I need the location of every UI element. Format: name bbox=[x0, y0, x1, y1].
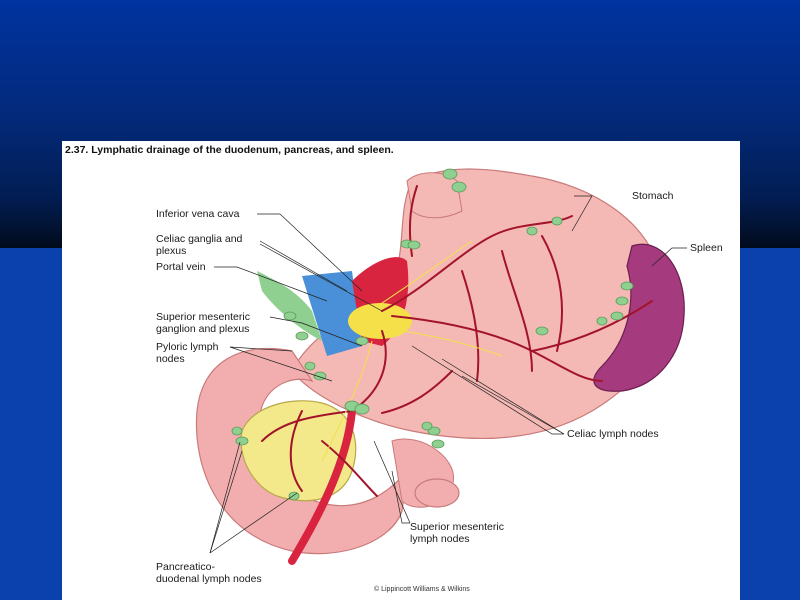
label-pancreaticoduodenal-lymph-nodes: Pancreatico- duodenal lymph nodes bbox=[156, 561, 262, 585]
pancreas-head-shape bbox=[240, 400, 357, 502]
anatomy-illustration bbox=[195, 168, 687, 565]
label-pyloric-lymph-nodes: Pyloric lymph nodes bbox=[156, 341, 219, 365]
copyright-notice: © Lippincott Williams & Wilkins bbox=[374, 586, 470, 593]
label-portal-vein: Portal vein bbox=[156, 261, 206, 273]
label-leader-lines bbox=[209, 195, 687, 554]
label-superior-mesenteric-ganglion: Superior mesenteric ganglion and plexus bbox=[156, 311, 250, 335]
label-celiac-ganglia: Celiac ganglia and plexus bbox=[156, 233, 243, 257]
lymph-nodes bbox=[231, 168, 634, 501]
jejunum-lumen bbox=[414, 478, 460, 508]
figure-panel: 2.37. Lymphatic drainage of the duodenum… bbox=[62, 141, 740, 600]
label-celiac-lymph-nodes: Celiac lymph nodes bbox=[567, 428, 659, 440]
lymph-trunk bbox=[257, 271, 322, 341]
label-inferior-vena-cava: Inferior vena cava bbox=[156, 208, 240, 220]
superior-mesenteric-artery bbox=[288, 407, 356, 565]
label-stomach: Stomach bbox=[632, 190, 674, 202]
spleen-shape bbox=[593, 243, 685, 392]
label-spleen: Spleen bbox=[690, 242, 723, 254]
artery-branches bbox=[261, 185, 653, 497]
label-superior-mesenteric-lymph-nodes: Superior mesenteric lymph nodes bbox=[410, 521, 504, 545]
esophagus-shape bbox=[406, 172, 463, 219]
celiac-ganglion-shape bbox=[348, 303, 412, 339]
vena-cava-shape bbox=[302, 271, 362, 356]
figure-caption: 2.37. Lymphatic drainage of the duodenum… bbox=[65, 144, 394, 156]
